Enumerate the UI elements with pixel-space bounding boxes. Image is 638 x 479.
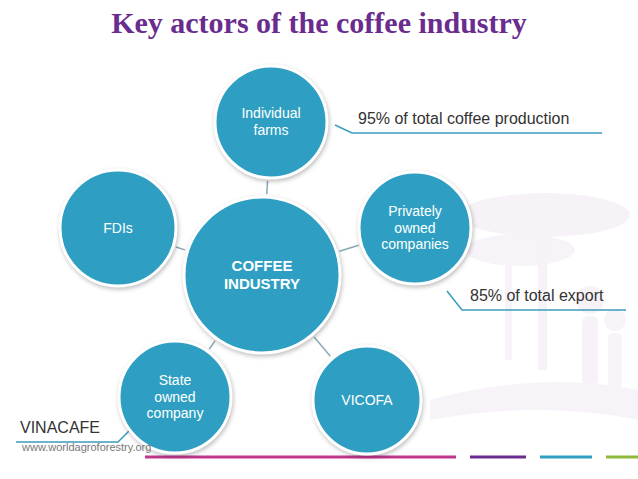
callout-text: 95% of total coffee production (358, 110, 569, 128)
circle-content: VICOFA (311, 344, 423, 456)
circle-label: Individual farms (228, 105, 315, 139)
footer-bar (606, 456, 638, 459)
circle-content: COFFEE INDUSTRY (182, 195, 342, 355)
actor-circle: FDIs (58, 168, 178, 288)
footer-bar (145, 456, 456, 459)
footer-url: www.worldagroforestry.org (22, 441, 151, 453)
circle-content: Individual farms (213, 64, 329, 180)
actor-circle: Privately owned companies (357, 170, 473, 286)
actor-circle: State owned company (117, 339, 233, 455)
connector-line (339, 245, 358, 251)
callout-text: 85% of total export (470, 287, 603, 305)
diagram-title: Key actors of the coffee industry (0, 6, 638, 40)
footer-bar (540, 456, 592, 459)
circle-label: FDIs (103, 220, 133, 237)
circle-label: VICOFA (341, 392, 392, 409)
circle-label: State owned company (137, 372, 214, 422)
circle-content: Privately owned companies (357, 170, 473, 286)
footer-bar (470, 456, 526, 459)
connector-line (314, 337, 330, 356)
circle-content: FDIs (58, 168, 178, 288)
circle-label: Privately owned companies (376, 203, 455, 253)
circle-content: State owned company (117, 339, 233, 455)
connector-line (176, 247, 185, 250)
actor-circle: Individual farms (213, 64, 329, 180)
connector-line (266, 181, 268, 194)
circle-label: COFFEE INDUSTRY (202, 257, 322, 293)
connector-line (209, 341, 215, 349)
hub-circle: COFFEE INDUSTRY (182, 195, 342, 355)
callout-text: VINACAFE (20, 419, 100, 437)
actor-circle: VICOFA (311, 344, 423, 456)
